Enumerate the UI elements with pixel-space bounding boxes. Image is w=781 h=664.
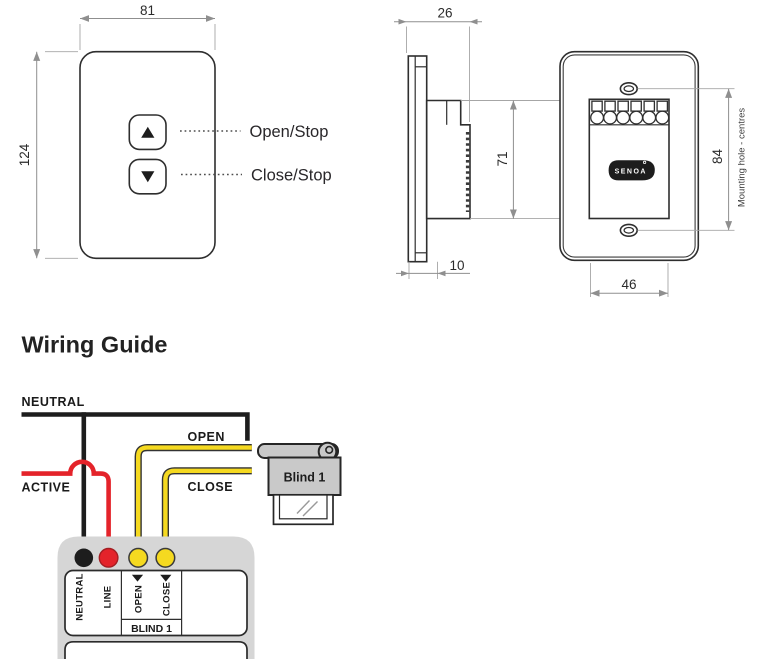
dim-26-arrow-right — [469, 18, 478, 25]
neutral-wire — [21, 412, 250, 441]
terminal-label-open: OPEN — [133, 585, 144, 613]
dim-124-text: 124 — [17, 143, 32, 166]
up-arrow-icon — [141, 126, 155, 138]
window-pane — [278, 494, 328, 520]
front-view: 81 124 Open/Stop Close/Stop — [17, 3, 332, 260]
active-label: ACTIVE — [22, 481, 71, 495]
open-wire — [136, 445, 252, 552]
open-terminal — [128, 547, 149, 568]
back-plate-inner — [562, 54, 696, 258]
blind-panel — [267, 456, 342, 496]
mounting-hole-bottom — [619, 223, 638, 238]
wiring-guide-title: Wiring Guide — [22, 332, 168, 358]
blind-label: Blind 1 — [284, 471, 326, 485]
glass-glint-2 — [302, 501, 318, 517]
dim-26-text: 26 — [437, 6, 452, 21]
close-wire-label: CLOSE — [188, 480, 234, 494]
close-wire — [163, 468, 252, 552]
dim-10-arrow-left — [401, 270, 409, 277]
glass-glint-1 — [296, 500, 311, 514]
terminal-group-label: BLIND 1 — [131, 623, 172, 635]
dim-71-text: 71 — [495, 151, 510, 166]
terminal-label-line: LINE — [103, 586, 114, 609]
senoa-logo-mark-icon — [642, 160, 647, 164]
dim-46-text: 46 — [621, 277, 636, 292]
open-wire-outline — [134, 444, 252, 552]
window-frame — [272, 493, 334, 526]
neutral-terminal — [74, 548, 94, 568]
active-wire — [21, 459, 111, 550]
dim-84-text: 84 — [710, 149, 725, 165]
line-terminal — [98, 547, 119, 568]
terminal-screw-heads — [590, 110, 670, 125]
blind-roller-curl-inner — [325, 445, 334, 455]
mounting-hole-bottom-inner — [623, 226, 635, 234]
dim-81-text: 81 — [140, 3, 155, 18]
mounting-hole-top-inner — [623, 85, 635, 93]
dim-26-arrow-left — [398, 18, 407, 25]
side-view: 26 71 10 — [394, 6, 589, 279]
wiring-guide: Wiring Guide NEUTRAL ACTIVE OPEN CLOSE B… — [21, 332, 342, 659]
open-terminal-arrow-icon — [131, 574, 144, 582]
close-terminal — [155, 547, 176, 568]
open-wire-label: OPEN — [188, 430, 225, 444]
senoa-logo — [608, 160, 655, 181]
senoa-logo-text: SENOA — [615, 169, 647, 176]
side-body-profile — [425, 99, 471, 220]
wall-plate-front — [79, 50, 216, 260]
down-arrow-icon — [141, 171, 155, 183]
dim-10-text: 10 — [449, 258, 464, 273]
back-view: SENOA 84 Mounting hole - centres 46 — [559, 50, 748, 297]
dim-10-arrow-right — [437, 270, 446, 277]
open-button-label: Open/Stop — [250, 123, 329, 141]
terminal-label-neutral: NEUTRAL — [74, 573, 85, 621]
controller-device: NEUTRAL LINE OPEN CLOSE BLIND 1 — [57, 536, 255, 659]
blind-illustration: Blind 1 — [257, 441, 342, 526]
close-button-label: Close/Stop — [251, 166, 332, 184]
close-terminal-arrow-icon — [160, 574, 172, 582]
device-lower-panel — [64, 640, 248, 659]
terminal-label-close: CLOSE — [161, 582, 172, 616]
neutral-label: NEUTRAL — [22, 395, 85, 409]
terminal-label-panel — [64, 569, 248, 637]
mounting-hole-top — [619, 81, 638, 96]
side-plate-profile — [407, 55, 428, 263]
mounting-note: Mounting hole - centres — [737, 108, 748, 208]
